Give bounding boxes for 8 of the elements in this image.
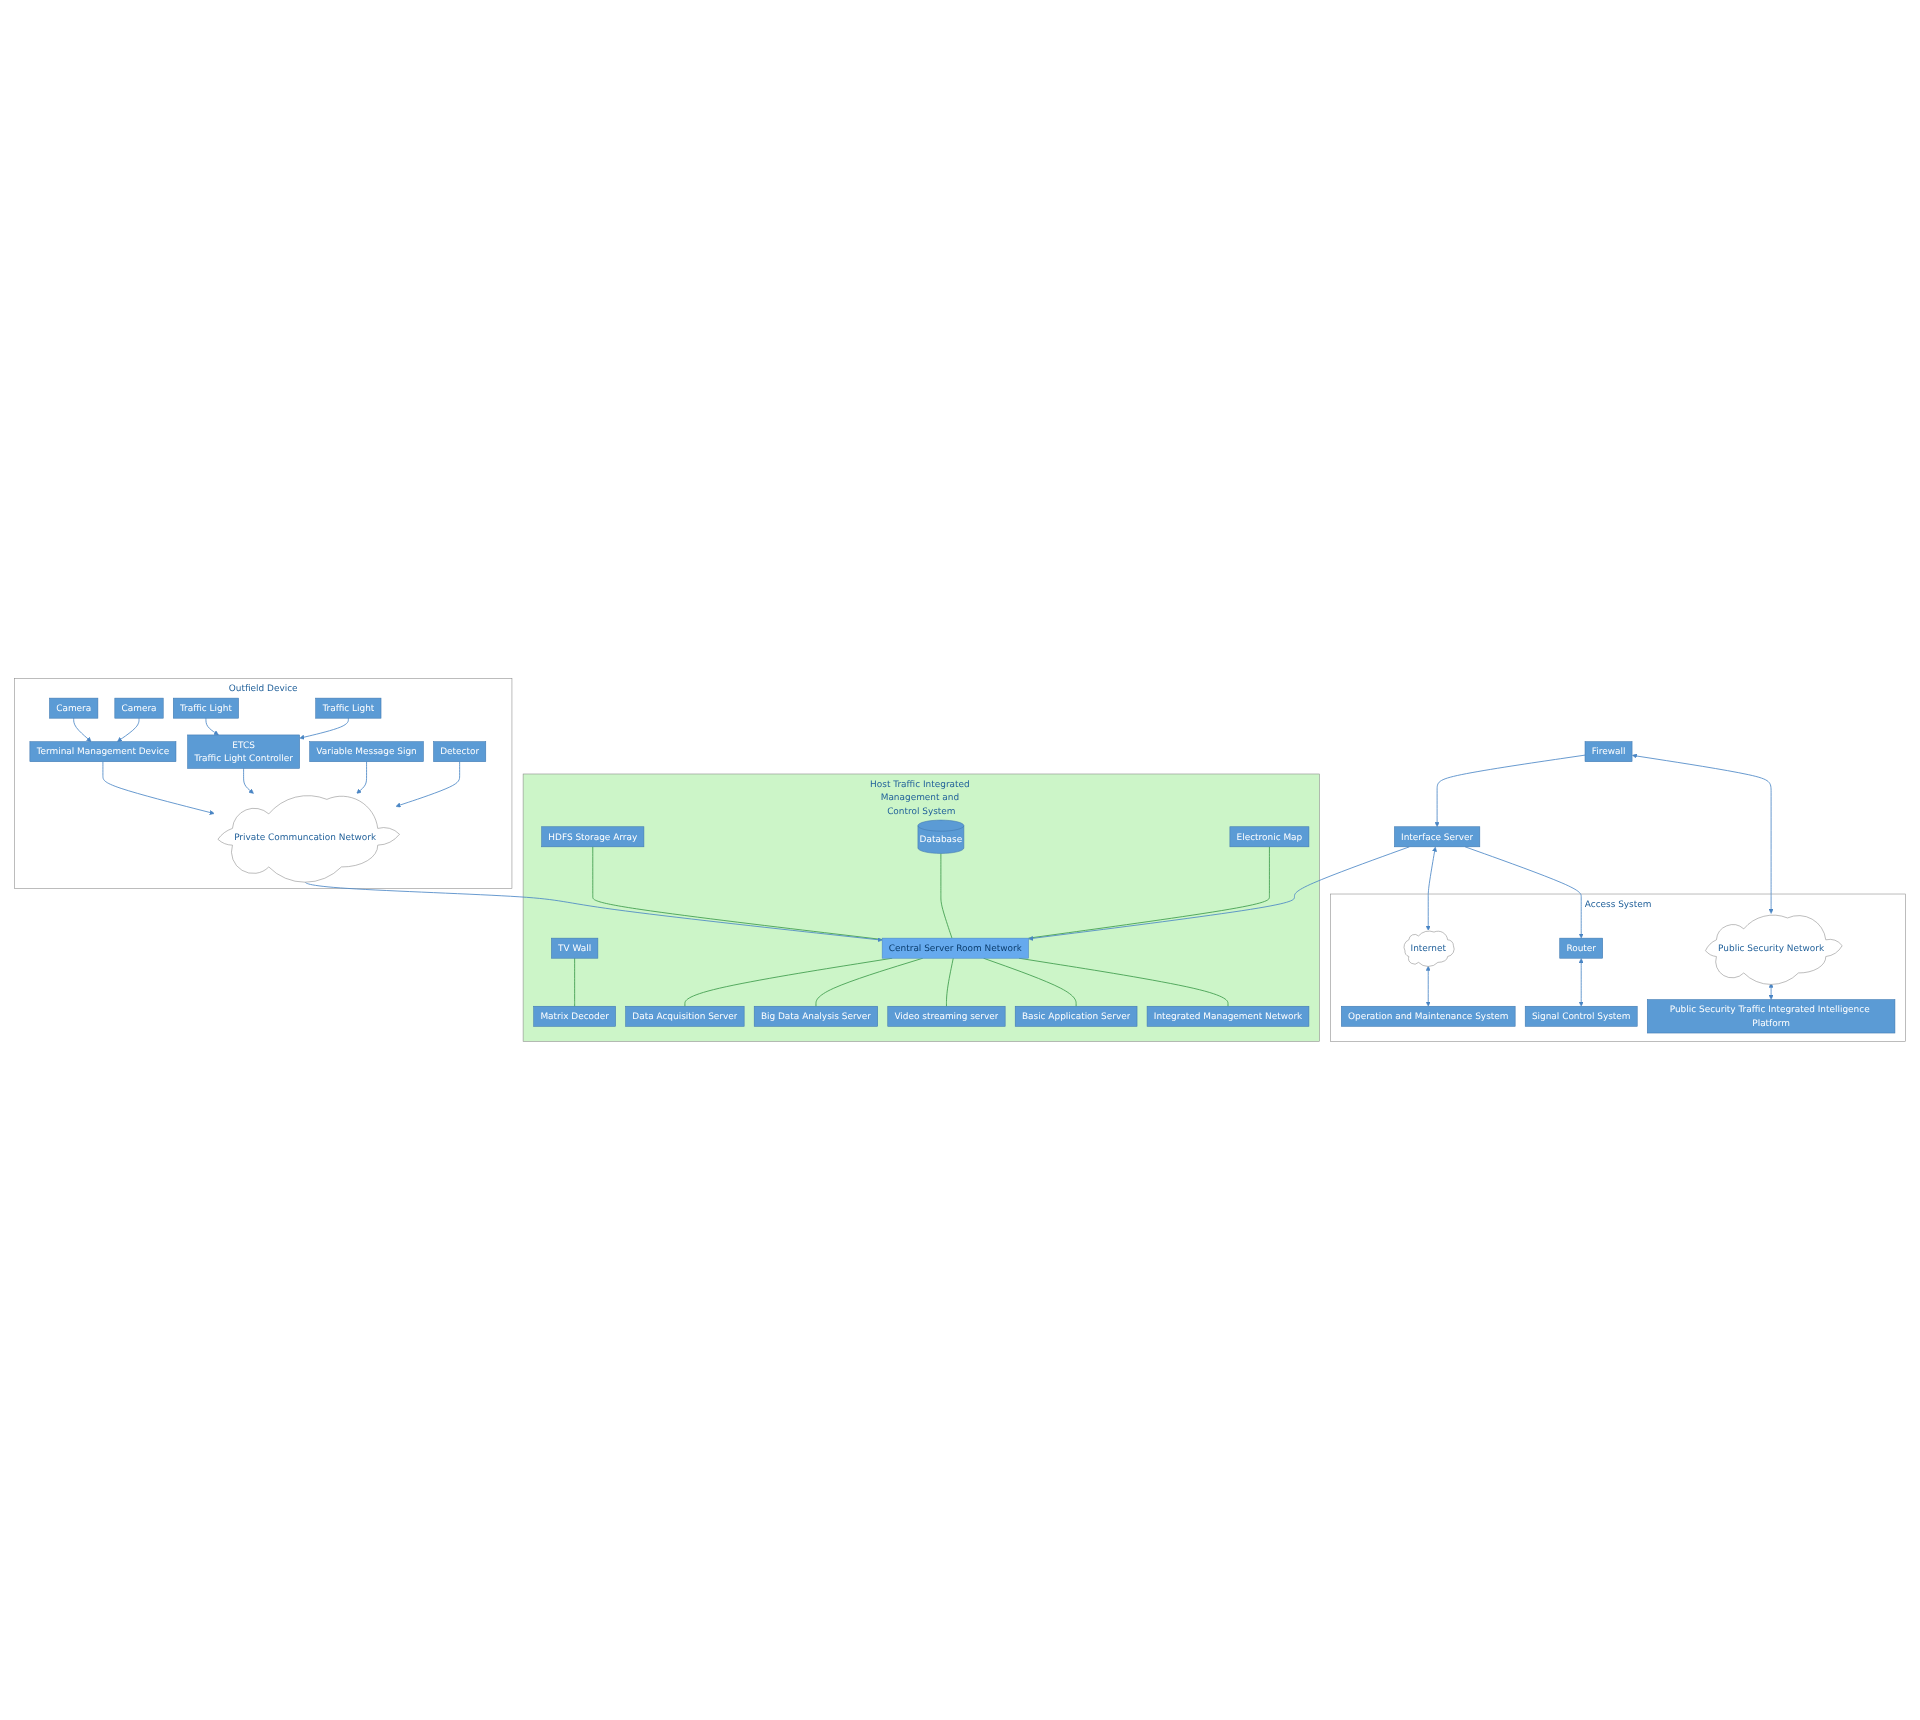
connector [815, 957, 924, 1007]
connector [983, 957, 1077, 1007]
connector [946, 957, 954, 1007]
arrow [1768, 982, 1774, 1000]
connector [592, 846, 883, 940]
connector [574, 957, 576, 1007]
connector [1028, 846, 1270, 939]
connector [940, 853, 953, 939]
